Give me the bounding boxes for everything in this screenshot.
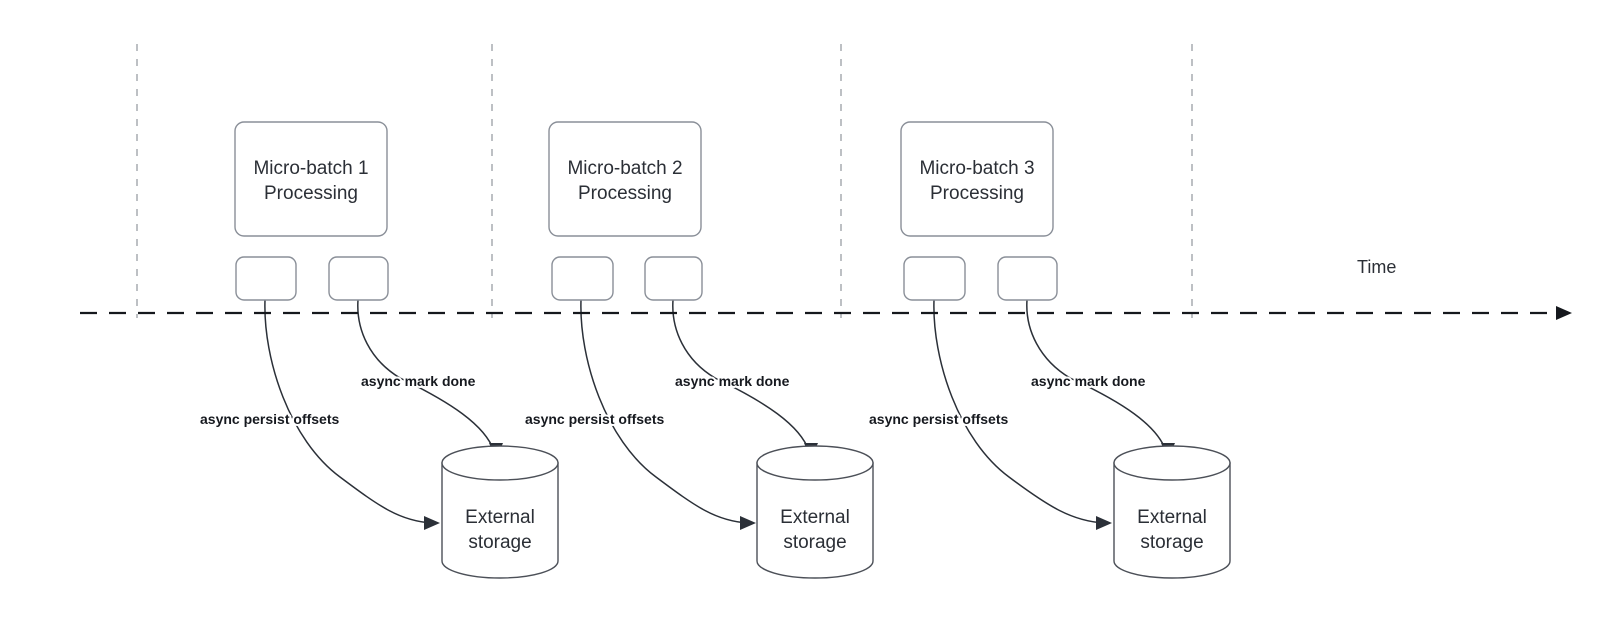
task-box-persist-1[interactable] — [235, 256, 297, 301]
divider-lines-layer — [136, 44, 1193, 318]
task-box-mark-3[interactable] — [997, 256, 1058, 301]
micro-batch-label-line2-2: Processing — [578, 183, 672, 204]
edge-mark-done-path-1 — [357, 299, 495, 452]
time-axis-label: Time — [1357, 257, 1396, 277]
micro-batch-label-line2-3: Processing — [930, 183, 1024, 204]
external-storage-label-line2-1: storage — [468, 532, 531, 553]
edge-persist-offsets-path-1 — [264, 299, 433, 524]
external-storage-label-line1-2: External — [780, 507, 850, 528]
external-storage-label-line1-3: External — [1137, 507, 1207, 528]
timeline-layer: Time — [80, 257, 1572, 320]
edge-persist-offsets-arrowhead-icon-2 — [740, 516, 756, 530]
task-box-mark-1[interactable] — [328, 256, 389, 301]
edges-layer — [264, 299, 1175, 530]
external-storage-label-line2-3: storage — [1140, 532, 1203, 553]
external-storage-body-3[interactable] — [1113, 462, 1231, 579]
edge-mark-done-path-2 — [672, 299, 810, 452]
external-storage-top-ellipse-2 — [756, 445, 874, 481]
external-storage-body-2[interactable] — [756, 462, 874, 579]
edge-mark-done-label-3: async mark done — [1031, 373, 1146, 389]
external-storage-label-line1-1: External — [465, 507, 535, 528]
edge-persist-offsets-arrowhead-icon-1 — [424, 516, 440, 530]
timeline-arrowhead-icon — [1556, 306, 1572, 320]
edge-persist-offsets-label-1: async persist offsets — [200, 411, 339, 427]
micro-batch-box-1[interactable] — [234, 121, 388, 237]
edge-persist-offsets-arrowhead-icon-3 — [1096, 516, 1112, 530]
external-storage-label-line2-2: storage — [783, 532, 846, 553]
task-box-persist-3[interactable] — [903, 256, 966, 301]
edge-persist-offsets-label-2: async persist offsets — [525, 411, 664, 427]
task-box-persist-2[interactable] — [551, 256, 614, 301]
edge-mark-done-path-3 — [1026, 299, 1167, 452]
external-storage-top-ellipse-3 — [1113, 445, 1231, 481]
edge-mark-done-label-1: async mark done — [361, 373, 476, 389]
edge-labels-layer: async persist offsets async mark done asyn… — [198, 371, 1148, 429]
edge-persist-offsets-path-3 — [933, 299, 1105, 524]
micro-batch-box-3[interactable] — [900, 121, 1054, 237]
micro-batch-label-line1-1: Micro-batch 1 — [253, 158, 368, 179]
external-storage-top-ellipse-1 — [441, 445, 559, 481]
micro-batch-box-2[interactable] — [548, 121, 702, 237]
micro-batch-label-line1-3: Micro-batch 3 — [919, 158, 1034, 179]
external-storage-body-1[interactable] — [441, 462, 559, 579]
micro-batch-label-line1-2: Micro-batch 2 — [567, 158, 682, 179]
edge-persist-offsets-path-2 — [580, 299, 749, 524]
micro-batch-label-line2-1: Processing — [264, 183, 358, 204]
edge-persist-offsets-label-3: async persist offsets — [869, 411, 1008, 427]
edge-mark-done-label-2: async mark done — [675, 373, 790, 389]
task-box-mark-2[interactable] — [644, 256, 703, 301]
